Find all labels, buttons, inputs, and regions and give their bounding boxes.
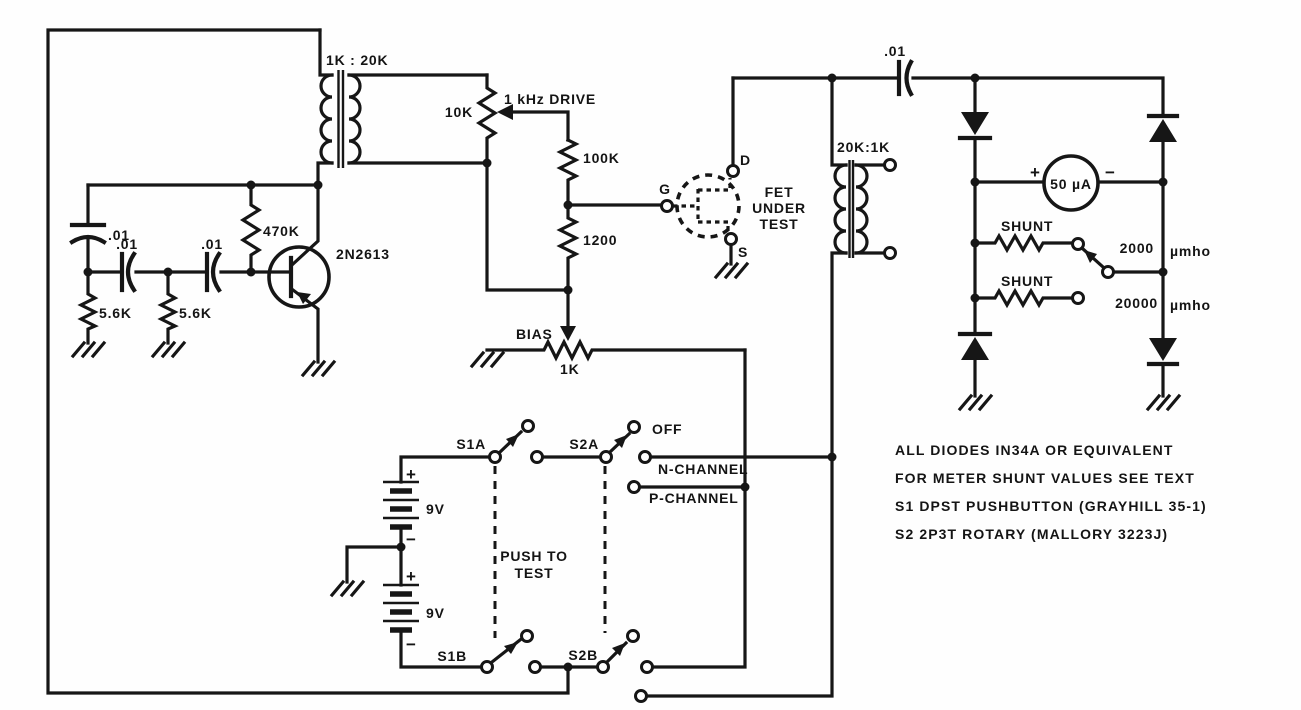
s2b-label: S2B (568, 647, 598, 663)
transformer-1k-20k (316, 28, 489, 187)
capacitor-c1 (69, 183, 107, 274)
s1b-output-terminal (528, 660, 542, 674)
r-100k-value: 100K (583, 150, 620, 166)
shunt1-label: SHUNT (1001, 218, 1053, 234)
pot-10k (475, 73, 570, 292)
range1-unit: µmho (1170, 243, 1211, 259)
s1b-label: S1B (437, 648, 467, 664)
s2a-label: S2A (569, 436, 599, 452)
battery2-value: 9V (426, 605, 445, 621)
resistor-r1 (71, 270, 106, 358)
resistor-1200 (556, 203, 580, 292)
meter-minus-sign: − (1105, 163, 1115, 182)
push-to-test-1: PUSH TO (500, 548, 568, 564)
n-channel-label: N-CHANNEL (658, 461, 748, 477)
power-section: + 9V − + 9V − S1A (330, 419, 834, 703)
shunt-range-switch: SHUNT 2000 µmho (973, 218, 1211, 279)
drain-terminal (726, 164, 740, 178)
r2-value: 5.6K (179, 305, 212, 321)
channel-feeders (651, 348, 837, 669)
c3-value: .01 (201, 236, 223, 252)
r-1200-value: 1200 (583, 232, 617, 248)
note-shunts: FOR METER SHUNT VALUES SEE TEXT (895, 470, 1195, 486)
t2-ratio: 20K:1K (837, 139, 890, 155)
switch-s2b: S2B (568, 629, 654, 703)
coupling-cap (896, 59, 977, 97)
secondary-top-terminal (883, 158, 897, 172)
bias-pot-value: 1K (560, 361, 580, 377)
s1a-label: S1A (456, 436, 486, 452)
pot-bias-1k (470, 288, 747, 368)
fet-caption-2: UNDER (752, 200, 806, 216)
gate-terminal (660, 199, 674, 213)
battery-9v-lower: + 9V − (383, 545, 483, 669)
resistor-470k (239, 183, 263, 274)
capacitor-c3 (204, 251, 293, 293)
capacitor-c2 (86, 251, 206, 293)
push-to-test-2: TEST (515, 565, 554, 581)
t1-ratio: 1K : 20K (326, 52, 388, 68)
drive-section: 10K 1 kHz DRIVE 100K 1200 BIAS 1K (445, 73, 747, 377)
meter-value: 50 µA (1050, 176, 1092, 192)
c2-value: .01 (116, 236, 138, 252)
transistor-label: 2N2613 (336, 246, 390, 262)
fet-under-test: G D S FET UNDER TEST (659, 76, 806, 279)
notes-block: ALL DIODES IN34A OR EQUIVALENT FOR METER… (895, 442, 1207, 542)
p-channel-label: P-CHANNEL (649, 490, 739, 506)
diode-bridge-right (1146, 113, 1181, 411)
secondary-bottom-terminal (883, 246, 897, 260)
c1-value: .01 (108, 227, 130, 243)
shunt2-label: SHUNT (1001, 273, 1053, 289)
battery-9v-upper: + 9V − (383, 455, 491, 549)
bias-label: BIAS (516, 326, 553, 342)
switch-s2a: S2A OFF N-CHANNEL P-CHANNEL (569, 420, 834, 506)
pot-10k-value: 10K (445, 104, 473, 120)
drive-signal-label: 1 kHz DRIVE (504, 91, 596, 107)
switch-s1b: S1B (437, 629, 534, 674)
note-s1: S1 DPST PUSHBUTTON (GRAYHILL 35-1) (895, 498, 1207, 514)
b2-minus: − (406, 635, 416, 654)
range1-value: 2000 (1120, 240, 1154, 256)
b2-plus: + (406, 567, 416, 586)
oscillator-section: .01 .01 .01 470K 2N2613 5.6K 5.6K 1K : 2… (69, 28, 489, 377)
gate-label: G (659, 181, 671, 197)
source-terminal (724, 232, 738, 246)
fet-caption-1: FET (765, 184, 794, 200)
battery1-value: 9V (426, 501, 445, 517)
coupling-cap-value: .01 (884, 43, 906, 59)
output-section: .01 20K:1K (645, 43, 1211, 698)
resistor-100k (556, 137, 580, 207)
r-470k-value: 470K (263, 223, 300, 239)
transistor-2n2613 (267, 183, 336, 377)
range2-value: 20000 (1115, 295, 1158, 311)
transformer-20k-1k: 20K:1K (645, 76, 897, 698)
off-label: OFF (652, 421, 682, 437)
shunt-row-2: SHUNT 20000 µmho (973, 273, 1211, 313)
fet-caption-3: TEST (760, 216, 799, 232)
b1-minus: − (406, 530, 416, 549)
s1a-output-terminal (530, 450, 544, 464)
supply-loop-wire (46, 28, 570, 695)
switch-s1a: S1A (456, 419, 535, 464)
resistor-r2 (151, 270, 186, 358)
meter-50ua: 50 µA + − (973, 154, 1165, 212)
r1-value: 5.6K (99, 305, 132, 321)
note-s2: S2 2P3T ROTARY (MALLORY 3223J) (895, 526, 1168, 542)
note-diodes: ALL DIODES IN34A OR EQUIVALENT (895, 442, 1174, 458)
range2-unit: µmho (1170, 297, 1211, 313)
source-label: S (738, 244, 748, 260)
drain-label: D (740, 152, 751, 168)
b1-plus: + (406, 465, 416, 484)
meter-plus-sign: + (1030, 163, 1040, 182)
